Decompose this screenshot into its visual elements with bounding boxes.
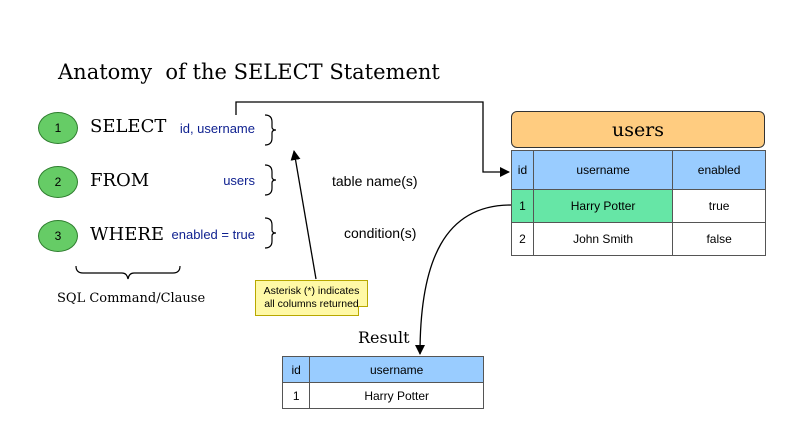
- table-row: 2 John Smith false: [511, 222, 766, 256]
- table-cell: 2: [511, 222, 534, 256]
- brace-where: [264, 217, 277, 249]
- table-cell: false: [672, 222, 766, 256]
- table-row: 1 Harry Potter true: [511, 189, 766, 223]
- keyword-select: SELECT: [90, 116, 167, 137]
- table-cell: 1: [511, 189, 534, 223]
- note-line-2: all columns returned: [264, 298, 359, 310]
- desc-from: table name(s): [332, 173, 418, 189]
- result-header-username: username: [309, 356, 484, 383]
- result-header-row: id username: [281, 356, 484, 383]
- note-to-select-arrow: [290, 150, 317, 280]
- row-to-result-arrow: [415, 204, 512, 355]
- users-header-id: id: [511, 150, 534, 190]
- step-number-1: 1: [38, 112, 78, 144]
- table-cell: true: [672, 189, 766, 223]
- users-header-row: id username enabled: [511, 150, 766, 190]
- result-table: id username 1 Harry Potter: [281, 356, 484, 409]
- value-select: id, username: [179, 121, 255, 136]
- users-header-username: username: [532, 150, 674, 190]
- asterisk-note: Asterisk (*) indicates all columns retur…: [255, 280, 368, 316]
- value-where: enabled = true: [171, 227, 255, 242]
- users-table: id username enabled 1 Harry Potter true …: [511, 150, 766, 256]
- brace-from: [264, 164, 277, 196]
- page-title: Anatomy of the SELECT Statement: [58, 60, 440, 84]
- brace-select: [264, 114, 277, 146]
- value-from: users: [223, 173, 255, 188]
- table-cell: Harry Potter: [532, 189, 674, 223]
- note-fold-corner: [358, 306, 368, 316]
- step-number-3: 3: [38, 220, 78, 252]
- table-cell: Harry Potter: [309, 382, 484, 409]
- result-title: Result: [358, 328, 410, 347]
- brace-clauses: [75, 265, 181, 280]
- users-header-enabled: enabled: [672, 150, 766, 190]
- users-table-title: users: [511, 111, 765, 148]
- desc-where: condition(s): [344, 225, 417, 241]
- note-line-1: Asterisk (*) indicates: [263, 285, 360, 297]
- table-row: 1 Harry Potter: [281, 382, 484, 409]
- keyword-where: WHERE: [90, 224, 165, 245]
- clause-label: SQL Command/Clause: [57, 291, 206, 306]
- table-cell: John Smith: [532, 222, 674, 256]
- select-to-users-arrow: [235, 101, 510, 177]
- result-header-id: id: [281, 356, 311, 383]
- step-number-2: 2: [38, 166, 78, 198]
- keyword-from: FROM: [90, 170, 150, 191]
- table-cell: 1: [281, 382, 311, 409]
